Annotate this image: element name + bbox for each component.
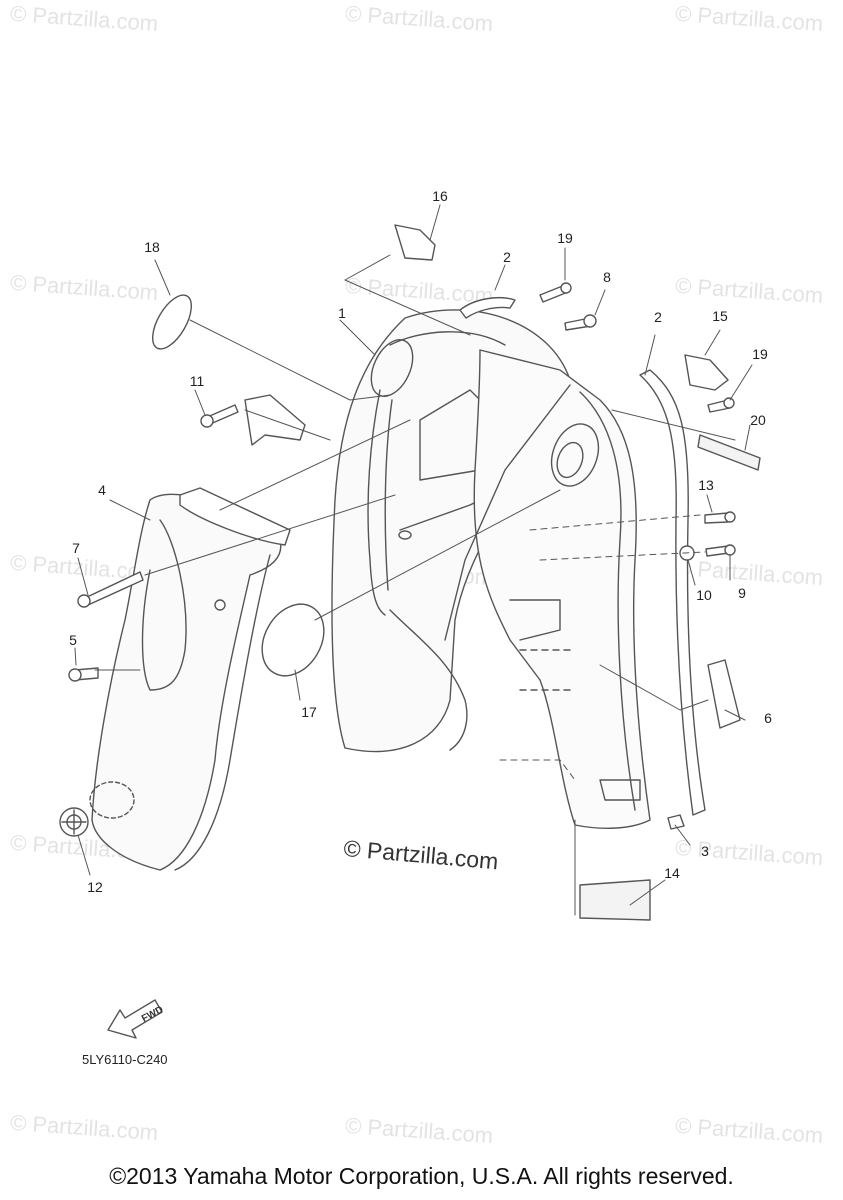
front-panel bbox=[89, 487, 291, 871]
callout-20: 20 bbox=[750, 412, 766, 428]
callout-5: 5 bbox=[69, 632, 77, 648]
fastener-screw bbox=[707, 397, 735, 413]
fastener-bolt bbox=[68, 667, 99, 682]
pad bbox=[707, 659, 741, 729]
callout-13: 13 bbox=[698, 477, 714, 493]
callout-12: 12 bbox=[87, 879, 103, 895]
bracket bbox=[244, 394, 306, 446]
callout-14: 14 bbox=[664, 865, 680, 881]
leader-lines bbox=[94, 254, 736, 916]
callout-leaders bbox=[74, 204, 753, 906]
fwd-arrow-icon bbox=[107, 999, 163, 1039]
seal-strip-top bbox=[459, 297, 516, 319]
cover-ring bbox=[261, 603, 325, 677]
fastener-screw bbox=[200, 404, 239, 428]
grommet-cap bbox=[59, 807, 89, 837]
fastener-screw bbox=[564, 314, 597, 331]
fastener-bolt bbox=[704, 511, 736, 524]
callout-16: 16 bbox=[432, 188, 448, 204]
cap bbox=[152, 294, 192, 350]
callout-15: 15 bbox=[712, 308, 728, 324]
fastener-screw bbox=[77, 571, 144, 608]
clip bbox=[684, 354, 729, 391]
callout-17: 17 bbox=[301, 704, 317, 720]
callout-2: 2 bbox=[654, 309, 662, 325]
front-cowl-panel bbox=[444, 349, 651, 829]
copyright-notice: ©2013 Yamaha Motor Corporation, U.S.A. A… bbox=[109, 1163, 734, 1189]
fastener-screw bbox=[705, 544, 736, 557]
seal-strip-side bbox=[639, 369, 706, 816]
callout-10: 10 bbox=[696, 587, 712, 603]
callout-11: 11 bbox=[189, 373, 205, 389]
callout-8: 8 bbox=[603, 269, 611, 285]
callout-18: 18 bbox=[144, 239, 160, 255]
clip bbox=[394, 224, 436, 261]
callout-19: 19 bbox=[752, 346, 768, 362]
callout-19: 19 bbox=[557, 230, 573, 246]
callout-6: 6 bbox=[764, 710, 772, 726]
callout-7: 7 bbox=[72, 540, 80, 556]
callout-9: 9 bbox=[738, 585, 746, 601]
diagram-code: 5LY6110-C240 bbox=[82, 1052, 168, 1067]
callout-3: 3 bbox=[701, 843, 709, 859]
callout-4: 4 bbox=[98, 482, 106, 498]
callout-2: 2 bbox=[503, 249, 511, 265]
clip-small bbox=[667, 814, 685, 830]
callout-1: 1 bbox=[338, 305, 346, 321]
label-20 bbox=[697, 434, 761, 471]
label-14 bbox=[579, 879, 651, 921]
fastener-screw bbox=[539, 282, 572, 303]
